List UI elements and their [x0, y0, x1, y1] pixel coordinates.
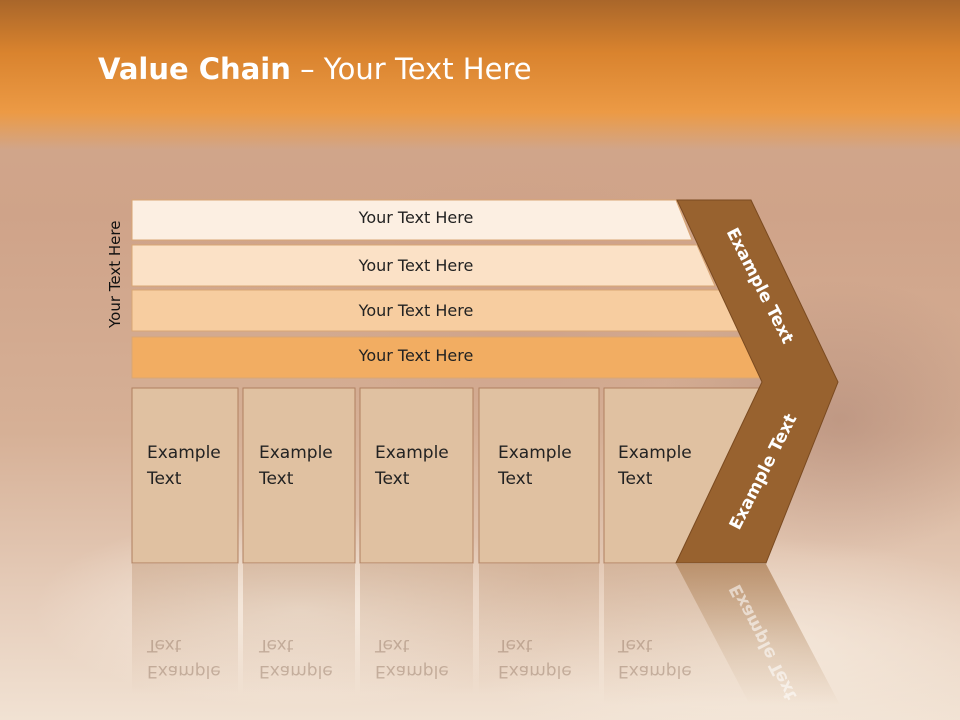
box-label-reflection: Example Text	[147, 635, 221, 681]
box-shape	[242, 387, 356, 564]
header-band	[0, 0, 960, 150]
slide-title-bold: Value Chain	[98, 52, 291, 86]
box-reflection	[479, 564, 599, 694]
slide-title: Value Chain – Your Text Here	[98, 52, 532, 86]
box-label-reflection: Example Text	[259, 635, 333, 681]
bar-label-3: Your Text Here	[358, 301, 474, 320]
box-label-reflection: Example Text	[498, 635, 572, 681]
box-label-1: Example Text	[147, 443, 221, 489]
bar-shape	[131, 244, 716, 287]
box-label-reflection: Example Text	[375, 635, 449, 681]
box-reflection	[243, 564, 355, 694]
box-reflection	[132, 564, 238, 694]
bar-label-4: Your Text Here	[358, 346, 474, 365]
chevron-shape	[675, 199, 839, 564]
bar-label-2: Your Text Here	[358, 256, 474, 275]
reflection-group	[132, 564, 840, 705]
box-label-reflection: Example Text	[618, 635, 692, 681]
box-label-3: Example Text	[375, 443, 449, 489]
slide-title-rest: – Your Text Here	[290, 52, 532, 86]
box-label-4: Example Text	[498, 443, 572, 489]
box-reflection	[604, 564, 750, 705]
box-label-2: Example Text	[259, 443, 333, 489]
bar-shape	[131, 199, 693, 241]
box-shape	[359, 387, 474, 564]
bar-label-1: Your Text Here	[358, 208, 474, 227]
box-label-5: Example Text	[618, 443, 692, 489]
box-reflection	[360, 564, 473, 694]
box-shape	[478, 387, 600, 564]
chevron-reflection	[676, 564, 840, 705]
box-shape	[131, 387, 239, 564]
